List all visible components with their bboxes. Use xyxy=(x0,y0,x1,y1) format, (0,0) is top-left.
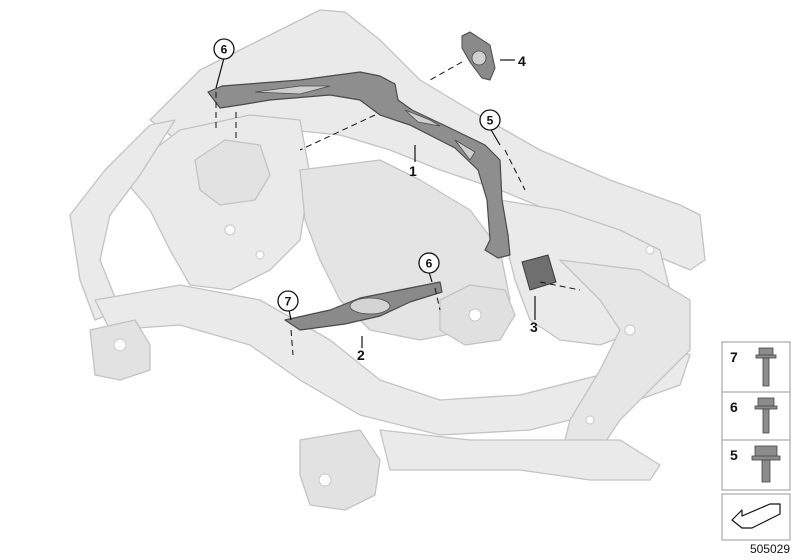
callout-1: 1 xyxy=(409,163,417,179)
strut-brace-cutouts xyxy=(254,85,476,161)
hex-flange-bolt-long-icon xyxy=(755,347,777,387)
dashed-assembly-lines xyxy=(215,61,581,356)
circled-ref-7: 7 xyxy=(277,290,299,312)
legend-box-7 xyxy=(721,341,791,393)
lower-brace-center-hole xyxy=(349,297,391,315)
legend-num-7: 7 xyxy=(730,349,738,365)
callout-4: 4 xyxy=(518,53,526,69)
legend-num-5: 5 xyxy=(730,447,738,463)
circled-ref-5: 5 xyxy=(479,109,501,131)
hex-flange-bolt-short-icon xyxy=(751,445,781,483)
diagram-code: 505029 xyxy=(750,542,790,556)
legend-num-6: 6 xyxy=(730,399,738,415)
strut-brace-part xyxy=(207,71,511,259)
legend-box-6 xyxy=(721,391,791,441)
reinforcement-plate-part xyxy=(461,31,496,81)
callout-2: 2 xyxy=(357,347,365,363)
direction-arrow-icon xyxy=(731,503,781,529)
circled-ref-6-lower: 6 xyxy=(418,252,440,274)
hex-flange-bolt-medium-icon xyxy=(754,397,778,434)
leader-lines xyxy=(215,57,536,348)
svg-text:5: 5 xyxy=(487,114,494,128)
svg-text:6: 6 xyxy=(221,43,228,57)
circled-ref-6-top: 6 xyxy=(213,38,235,60)
cover-pad-part xyxy=(521,254,557,291)
body-detail-holes xyxy=(113,85,655,487)
svg-text:6: 6 xyxy=(426,257,433,271)
callout-3: 3 xyxy=(530,319,538,335)
svg-text:7: 7 xyxy=(285,295,292,309)
fastener-legend: 7 6 5 xyxy=(721,341,791,541)
